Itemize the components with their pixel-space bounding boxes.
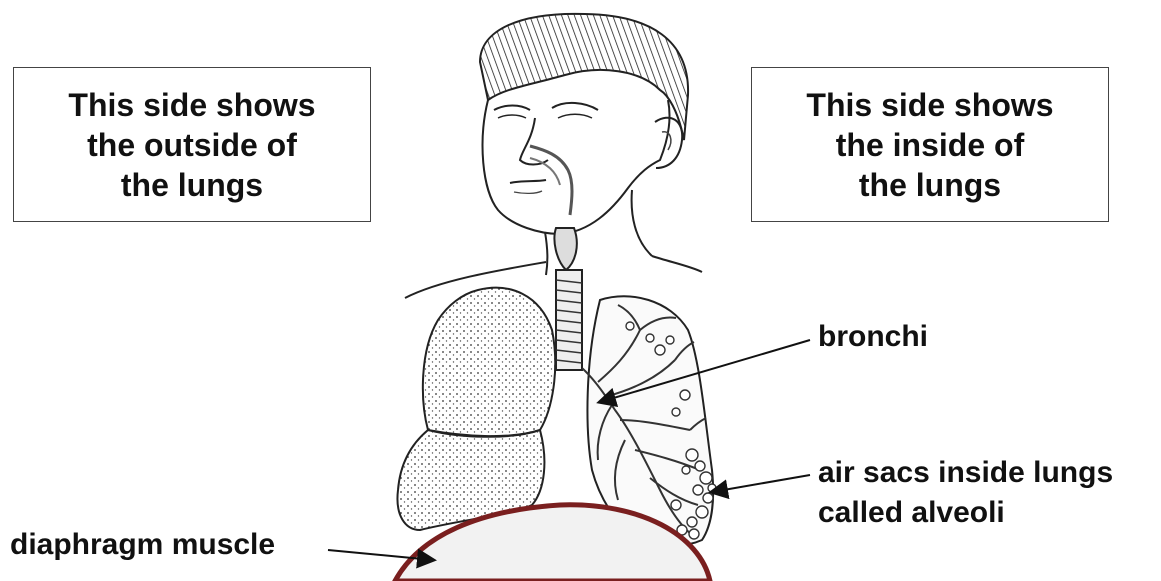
outside-note-box: This side shows the outside of the lungs — [13, 67, 371, 222]
shoulder-right — [652, 256, 702, 272]
bronchi-label: bronchi — [818, 320, 928, 354]
mouth — [510, 180, 546, 183]
alveoli-label-line-2: called alveoli — [818, 496, 1005, 530]
left-eye — [494, 106, 530, 111]
inside-note-box: This side shows the inside of the lungs — [751, 67, 1109, 222]
nose — [520, 118, 548, 165]
outside-note-line-2: the outside of — [68, 125, 315, 165]
neck — [545, 232, 547, 275]
larynx — [554, 228, 576, 270]
inside-note-line-3: the lungs — [806, 165, 1053, 205]
left-lung-upper-lobe — [423, 288, 555, 436]
outside-note-line-3: the lungs — [68, 165, 315, 205]
face-outline — [483, 100, 670, 234]
right-eye — [552, 103, 598, 110]
inside-note-line-1: This side shows — [806, 85, 1053, 125]
alveoli-label-line-1: air sacs inside lungs — [818, 456, 1113, 490]
alveoli-pointer — [712, 475, 810, 492]
inside-note-line-2: the inside of — [806, 125, 1053, 165]
outside-note-line-1: This side shows — [68, 85, 315, 125]
diaphragm-label: diaphragm muscle — [10, 528, 275, 562]
